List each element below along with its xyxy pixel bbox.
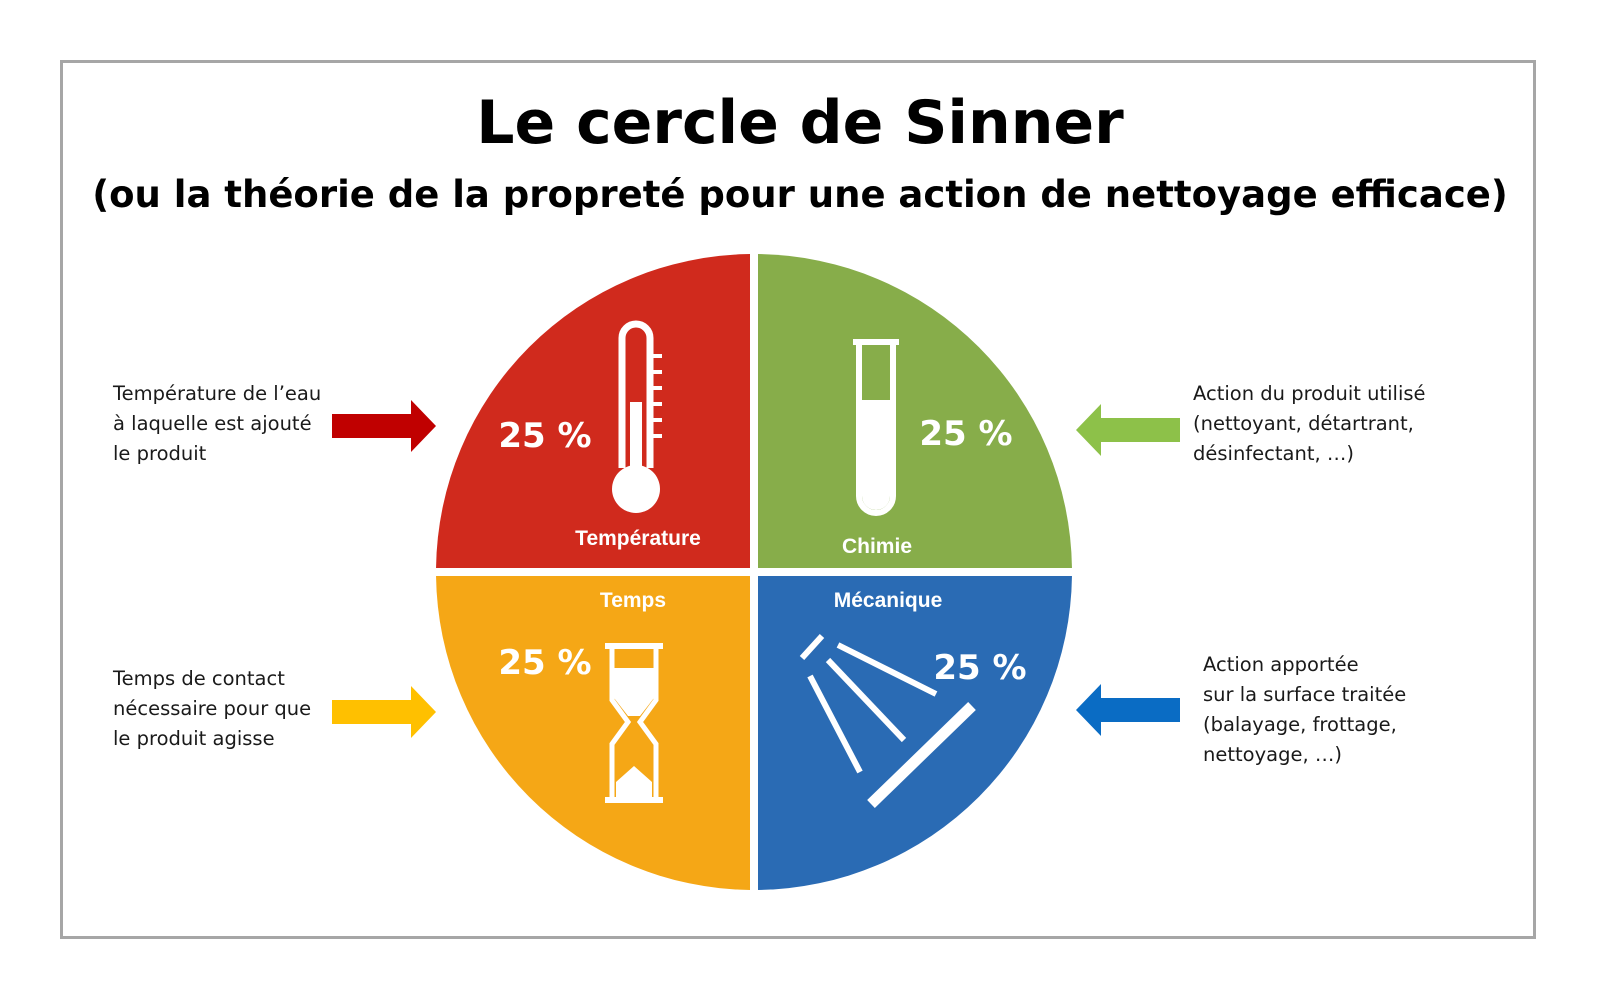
note-temps: Temps de contact nécessaire pour que le … xyxy=(113,664,311,754)
percent-mecanique: 25 % xyxy=(933,648,1026,688)
hourglass-icon xyxy=(605,643,663,803)
arrow-left-icon xyxy=(1076,404,1180,456)
arrow-left-icon xyxy=(1076,684,1180,736)
percent-chimie: 25 % xyxy=(919,414,1012,454)
note-temperature-line: le produit xyxy=(113,442,207,465)
percent-temperature: 25 % xyxy=(498,416,591,456)
note-temps-line: Temps de contact xyxy=(113,667,285,690)
note-temperature-line: Température de l’eau xyxy=(113,382,322,405)
arrow-right-icon xyxy=(332,686,436,738)
note-chimie-line: désinfectant, …) xyxy=(1193,442,1354,465)
quadrant-temperature xyxy=(436,254,750,568)
note-mecanique: Action apportée sur la surface traitée (… xyxy=(1203,650,1406,770)
note-chimie: Action du produit utilisé (nettoyant, dé… xyxy=(1193,379,1426,469)
quadrant-mecanique xyxy=(758,576,1072,890)
quadrant-chimie xyxy=(758,254,1072,568)
page-title: Le cercle de Sinner xyxy=(476,88,1124,158)
thermometer-icon xyxy=(612,320,662,513)
brush-strokes-icon xyxy=(799,633,976,808)
label-mecanique: Mécanique xyxy=(834,589,943,612)
note-temperature: Température de l’eau à laquelle est ajou… xyxy=(113,379,321,469)
label-temperature: Température xyxy=(575,527,701,550)
label-chimie: Chimie xyxy=(842,535,912,558)
note-temps-line: nécessaire pour que xyxy=(113,697,312,720)
test-tube-icon xyxy=(853,339,899,516)
note-temps-line: le produit agisse xyxy=(113,727,275,750)
note-mecanique-line: Action apportée xyxy=(1203,653,1359,676)
quadrant-temps xyxy=(436,576,750,890)
note-mecanique-line: nettoyage, …) xyxy=(1203,743,1342,766)
arrow-right-icon xyxy=(332,400,436,452)
note-temperature-line: à laquelle est ajouté xyxy=(113,412,312,435)
note-mecanique-line: sur la surface traitée xyxy=(1203,683,1407,706)
note-chimie-line: Action du produit utilisé xyxy=(1193,382,1426,405)
note-chimie-line: (nettoyant, détartrant, xyxy=(1193,412,1414,435)
percent-temps: 25 % xyxy=(498,643,591,683)
page-subtitle: (ou la théorie de la propreté pour une a… xyxy=(92,173,1508,216)
label-temps: Temps xyxy=(600,589,666,612)
note-mecanique-line: (balayage, frottage, xyxy=(1203,713,1397,736)
